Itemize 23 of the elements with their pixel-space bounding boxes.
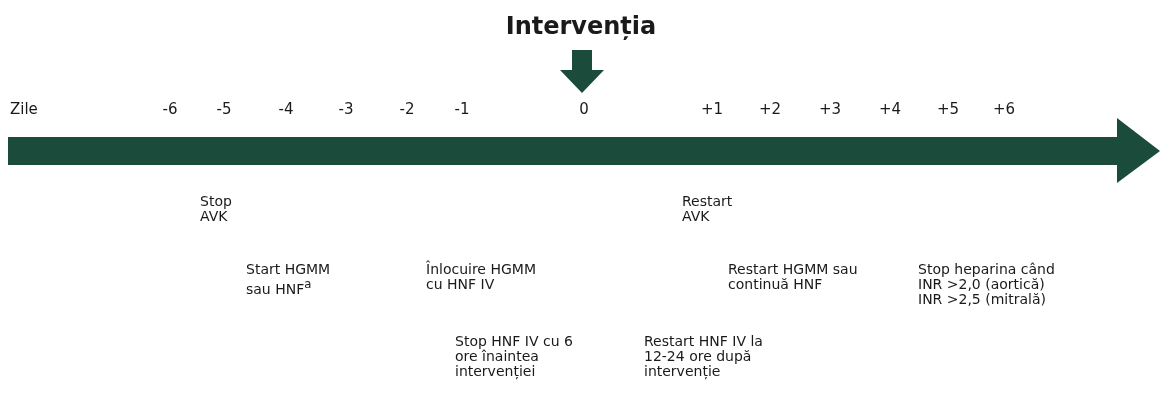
annotation-text: Restart HGMM sau continuă HNF (728, 262, 859, 292)
annotation-text: Start HGMM sau HNF$^{a}$ (246, 262, 332, 297)
annotation-text: Stop AVK (200, 194, 233, 224)
tick-label: +3 (818, 100, 842, 118)
tick-label: -4 (278, 100, 294, 118)
tick-label: 0 (579, 100, 589, 118)
tick-label: -1 (454, 100, 470, 118)
tick-label: +2 (758, 100, 782, 118)
tick-label: +6 (992, 100, 1016, 118)
annotation-text: Înlocuire HGMM cu HNF IV (426, 262, 537, 292)
tick-label: -3 (338, 100, 354, 118)
title: Intervenția (504, 12, 658, 40)
annotation-text: Stop heparina când INR >2,0 (aortică) INR >2,5 (mitrală) (918, 262, 1056, 307)
tick-label: -6 (162, 100, 178, 118)
tick-label: -5 (216, 100, 232, 118)
annotation-text: Restart HNF IV la 12-24 ore după intervenție (644, 334, 764, 379)
tick-label: +5 (936, 100, 960, 118)
tick-label: +1 (700, 100, 724, 118)
tick-label: -2 (399, 100, 415, 118)
axis-label: Zile (10, 100, 38, 118)
tick-label: +4 (878, 100, 902, 118)
annotation-text: Stop HNF IV cu 6 ore înaintea intervenției (455, 334, 574, 379)
annotation-text: Restart AVK (682, 194, 734, 224)
